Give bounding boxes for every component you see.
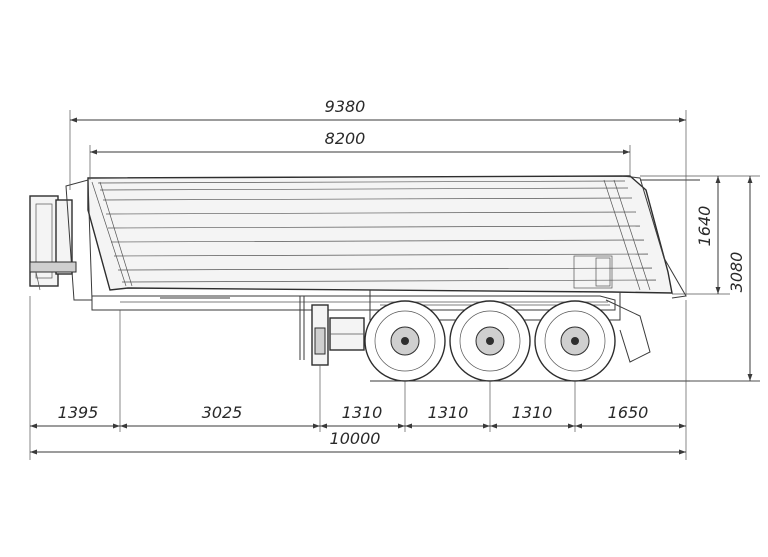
wheel-1 bbox=[364, 300, 446, 382]
dim-front-overhang: 1395 bbox=[58, 403, 99, 422]
dim-top-box-length: 8200 bbox=[325, 129, 366, 148]
landing-leg bbox=[311, 304, 365, 366]
wheel-2 bbox=[449, 300, 531, 382]
wheel-3 bbox=[534, 300, 616, 382]
tailgate bbox=[621, 175, 687, 299]
dim-kingpin-to-leg: 3025 bbox=[202, 403, 243, 422]
dim-overall-length: 10000 bbox=[330, 429, 381, 448]
dim-total-height: 3080 bbox=[727, 252, 746, 293]
body-panels bbox=[91, 179, 657, 291]
chassis bbox=[91, 295, 616, 360]
dim-axle-spacing-3: 1310 bbox=[512, 403, 553, 422]
dim-axle-spacing-2: 1310 bbox=[428, 403, 469, 422]
dimension-lines bbox=[30, 117, 753, 455]
dim-axle-spacing-1: 1310 bbox=[342, 403, 383, 422]
dim-box-height: 1640 bbox=[695, 206, 714, 247]
front-wall bbox=[29, 179, 93, 301]
dim-overall-body-length: 9380 bbox=[325, 97, 366, 116]
trailer-silhouette bbox=[29, 175, 760, 382]
tipper-body bbox=[87, 175, 673, 294]
extension-lines bbox=[29, 110, 760, 460]
dim-rear-overhang: 1650 bbox=[608, 403, 649, 422]
